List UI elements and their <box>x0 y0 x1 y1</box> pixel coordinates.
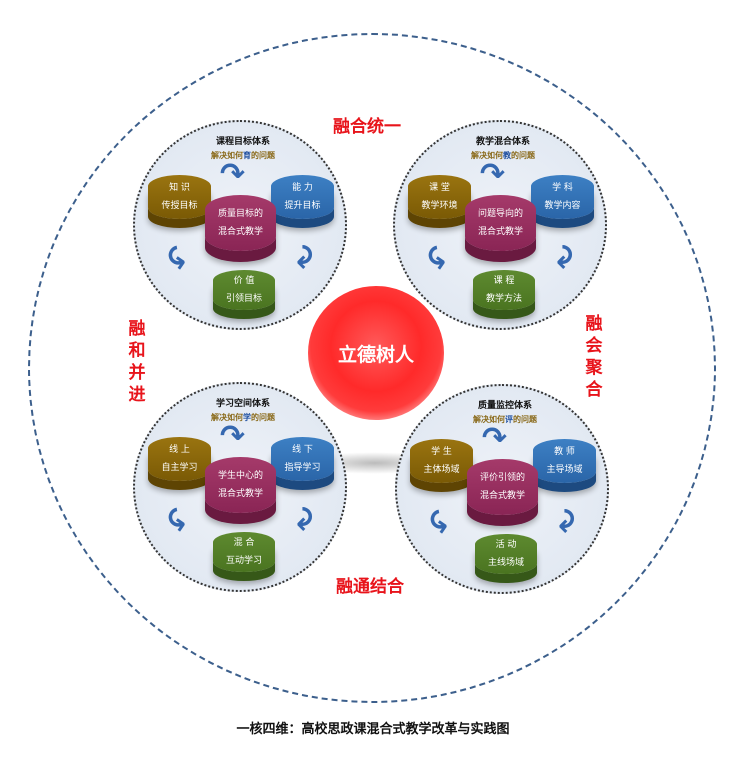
node-line: 指导学习 <box>284 463 321 473</box>
node-line: 传授目标 <box>161 201 198 211</box>
node-line: 教学内容 <box>544 201 581 211</box>
node-line: 混合式教学 <box>217 227 263 237</box>
subtitle-prefix: 解决如何 <box>211 412 243 422</box>
node-line: 学 生 <box>431 447 452 457</box>
node-right: 能 力提升目标 <box>271 175 334 219</box>
curved-arrow-icon: ↷ <box>220 157 246 192</box>
node-left: 课 堂教学环境 <box>408 175 471 219</box>
quadrant-subtitle: 解决如何评的问题 <box>390 414 620 425</box>
node-line: 主导场域 <box>546 465 583 475</box>
quadrant-learning-space: 学习空间体系 解决如何学的问题 ↷ ↷ ↶ 线 上自主学习 线 下指导学习 混 … <box>128 382 358 592</box>
subtitle-key: 学 <box>243 412 251 422</box>
node-line: 学生中心的 <box>217 471 263 481</box>
subtitle-key: 育 <box>243 150 251 160</box>
node-line: 混 合 <box>233 538 255 548</box>
node-line: 活 动 <box>495 540 517 550</box>
quadrant-title: 质量监控体系 <box>477 401 532 411</box>
subtitle-key: 评 <box>505 414 513 424</box>
node-center: 质量目标的混合式教学 <box>205 195 276 251</box>
node-line: 课 堂 <box>429 183 450 193</box>
node-line: 学 科 <box>552 183 573 193</box>
label-right: 融会聚合 <box>585 314 603 400</box>
node-line: 评价引领的 <box>479 473 525 483</box>
curved-arrow-icon: ↷ <box>543 244 579 270</box>
quadrant-teaching-mix: 教学混合体系 解决如何教的问题 ↷ ↷ ↶ 课 堂教学环境 学 科教学内容 课 … <box>388 120 618 330</box>
subtitle-suffix: 的问题 <box>251 150 275 160</box>
subtitle-key: 教 <box>503 150 511 160</box>
node-line: 混合式教学 <box>217 489 263 499</box>
node-line: 引领目标 <box>225 294 262 304</box>
node-right: 线 下指导学习 <box>271 437 334 481</box>
node-center: 评价引领的混合式教学 <box>467 459 538 515</box>
node-line: 问题导向的 <box>477 209 523 219</box>
node-line: 价 值 <box>233 276 255 286</box>
curved-arrow-icon: ↶ <box>420 241 460 273</box>
node-left: 学 生主体场域 <box>410 439 473 483</box>
node-line: 知 识 <box>169 183 190 193</box>
curved-arrow-icon: ↶ <box>422 505 462 537</box>
node-line: 线 下 <box>292 445 313 455</box>
label-left: 融和并进 <box>128 319 146 405</box>
node-line: 提升目标 <box>284 201 321 211</box>
node-right: 教 师主导场域 <box>533 439 596 483</box>
node-bottom: 课 程教学方法 <box>473 270 535 310</box>
node-line: 能 力 <box>292 183 313 193</box>
subtitle-prefix: 解决如何 <box>473 414 505 424</box>
label-top: 融合统一 <box>333 117 401 137</box>
node-line: 教学环境 <box>421 201 458 211</box>
node-center: 问题导向的混合式教学 <box>465 195 536 251</box>
node-line: 主线场域 <box>487 558 524 568</box>
node-line: 课 程 <box>493 276 515 286</box>
node-line: 主体场域 <box>423 465 460 475</box>
node-bottom: 价 值引领目标 <box>213 270 275 310</box>
quadrant-subtitle: 解决如何育的问题 <box>128 150 358 161</box>
node-bottom: 混 合互动学习 <box>213 532 275 572</box>
node-left: 线 上自主学习 <box>148 437 211 481</box>
curved-arrow-icon: ↷ <box>220 419 246 454</box>
node-left: 知 识传授目标 <box>148 175 211 219</box>
curved-arrow-icon: ↶ <box>160 503 200 535</box>
subtitle-suffix: 的问题 <box>511 150 535 160</box>
curved-arrow-icon: ↷ <box>283 506 319 532</box>
node-line: 质量目标的 <box>217 209 263 219</box>
quadrant-title: 教学混合体系 <box>475 137 530 147</box>
node-bottom: 活 动主线场域 <box>475 534 537 574</box>
outer-dashed-circle <box>28 33 716 703</box>
quadrant-subtitle: 解决如何学的问题 <box>128 412 358 423</box>
node-line: 混合式教学 <box>479 491 525 501</box>
subtitle-suffix: 的问题 <box>251 412 275 422</box>
node-right: 学 科教学内容 <box>531 175 594 219</box>
quadrant-course-goal: 课程目标体系 解决如何育的问题 ↷ ↷ ↶ 知 识传授目标 能 力提升目标 价 … <box>128 120 358 330</box>
caption: 一核四维：高校思政课混合式教学改革与实践图 <box>236 722 510 737</box>
quadrant-subtitle: 解决如何教的问题 <box>388 150 618 161</box>
subtitle-prefix: 解决如何 <box>211 150 243 160</box>
core-label: 立德树人 <box>337 343 414 366</box>
subtitle-suffix: 的问题 <box>513 414 537 424</box>
node-center: 学生中心的混合式教学 <box>205 457 276 513</box>
quadrant-quality-monitor: 质量监控体系 解决如何评的问题 ↷ ↷ ↶ 学 生主体场域 教 师主导场域 活 … <box>390 384 620 594</box>
node-line: 自主学习 <box>161 463 198 473</box>
subtitle-prefix: 解决如何 <box>471 150 503 160</box>
node-line: 线 上 <box>169 445 190 455</box>
core-circle: 立德树人 <box>308 286 444 420</box>
node-line: 混合式教学 <box>477 227 523 237</box>
curved-arrow-icon: ↷ <box>283 244 319 270</box>
curved-arrow-icon: ↶ <box>160 241 200 273</box>
node-line: 互动学习 <box>225 556 262 566</box>
label-bottom: 融通结合 <box>336 577 404 597</box>
quadrant-title: 学习空间体系 <box>215 399 270 409</box>
curved-arrow-icon: ↷ <box>545 508 581 534</box>
quadrant-title: 课程目标体系 <box>215 137 270 147</box>
curved-arrow-icon: ↷ <box>482 421 508 456</box>
node-line: 教 师 <box>554 447 575 457</box>
curved-arrow-icon: ↷ <box>480 157 506 192</box>
node-line: 教学方法 <box>485 294 522 304</box>
